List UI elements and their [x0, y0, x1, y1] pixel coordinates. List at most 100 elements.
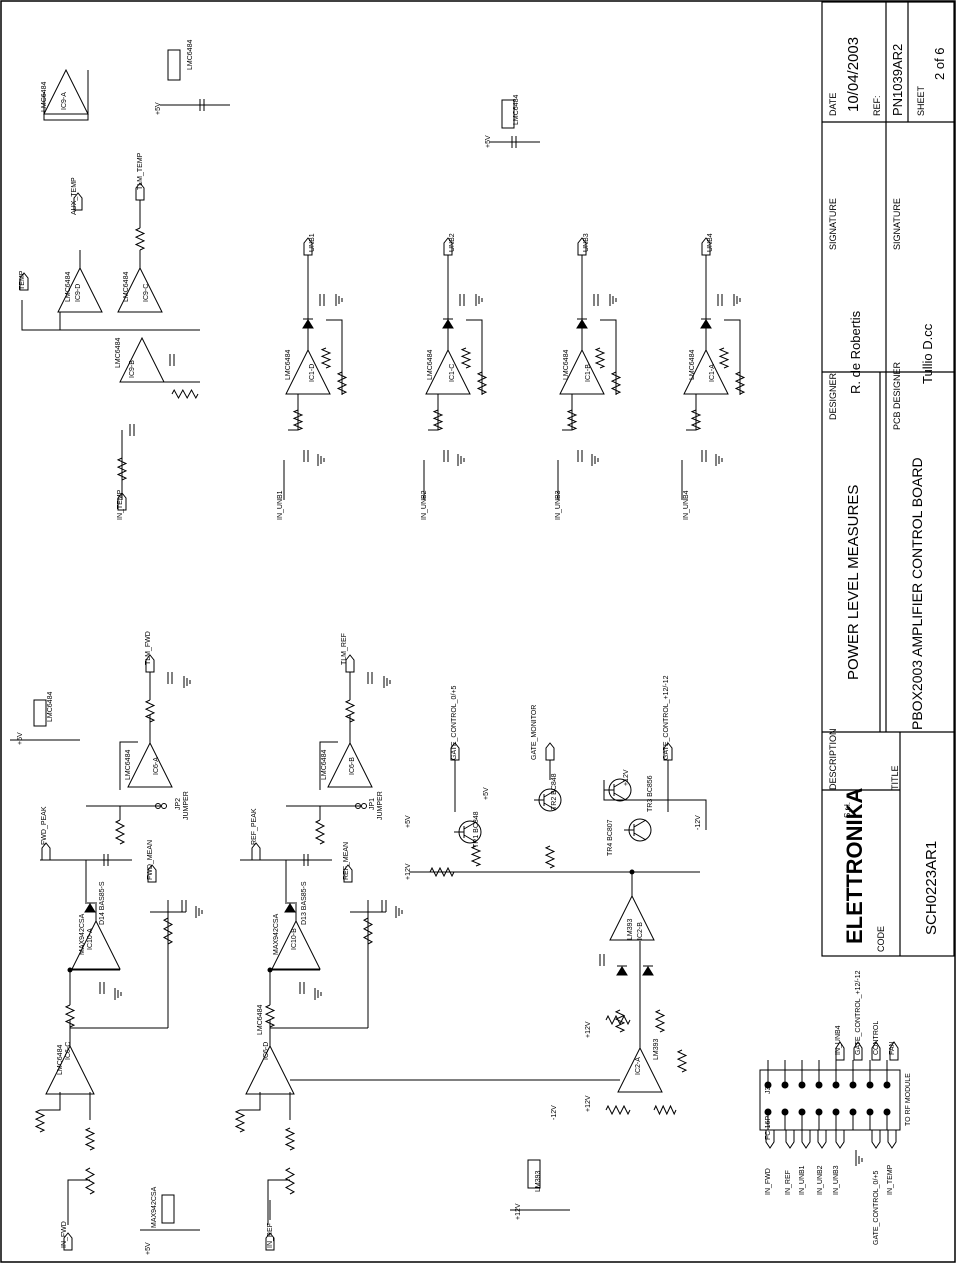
net-port	[835, 1041, 845, 1061]
net-fwd-peak: FWD_PEAK	[41, 806, 48, 845]
net-port	[251, 842, 261, 861]
tb-date: 10/04/2003	[845, 37, 862, 112]
opamp-symbol	[127, 741, 173, 788]
wire	[543, 789, 557, 798]
resistor-symbol	[314, 819, 326, 845]
tb-signature-label-1: SIGNATURE	[828, 198, 838, 250]
tb-company-logo: ELETTRONIKA	[842, 787, 867, 944]
part-lmc6484-ic6b: LMC6484	[321, 750, 328, 780]
wire	[543, 802, 557, 811]
net-in-ref: IN_REF	[267, 1223, 274, 1248]
net-port	[343, 864, 353, 883]
net-tlm-temp: TLM_TEMP	[137, 152, 144, 190]
part-ic10a: IC10-A	[87, 928, 94, 950]
rail-temp-p5: +5V	[155, 102, 162, 115]
connector-pin-in-ref: IN_REF	[785, 1170, 792, 1195]
net-port	[135, 182, 145, 201]
ic-power-box	[33, 699, 47, 727]
wire	[319, 741, 338, 790]
connector-pin-in-unb4: IN_UNB4	[835, 1025, 842, 1055]
rail-unb-p5: +5V	[485, 135, 492, 148]
net-port	[835, 1129, 845, 1149]
net-in-unb4: IN_UNB4	[683, 490, 690, 520]
net-port	[889, 1041, 899, 1061]
rail-gate-p5b: +5V	[483, 787, 490, 800]
part-ic1b: IC1-B	[585, 364, 592, 382]
net-aux-temp: AUX_TEMP	[71, 177, 78, 215]
opamp-symbol	[119, 336, 165, 383]
part-ic1c: IC1-C	[449, 364, 456, 382]
resistor-symbol	[429, 866, 455, 878]
resistor-symbol	[432, 409, 444, 431]
opamp-symbol	[617, 1046, 663, 1093]
opamp-symbol	[71, 919, 121, 970]
part-ic1a: IC1-A	[709, 364, 716, 382]
resistor-symbol	[114, 819, 126, 845]
part-lmc6484-ic9c: LMC6484	[123, 272, 130, 302]
rail-gate-m12b: -12V	[695, 815, 702, 830]
resistor-symbol	[566, 409, 578, 431]
net-fwd-mean: FWD_MEAN	[147, 840, 154, 880]
connector-pin-gate-12: GATE_CONTROL_+12/-12	[855, 970, 862, 1055]
net-port	[345, 654, 355, 673]
part-lm393-ic2: LM393	[535, 1170, 542, 1192]
net-ref-mean: REF_MEAN	[343, 842, 350, 880]
part-jumper-jp1: JUMPER	[377, 791, 384, 820]
connector-pin-in-unb3: IN_UNB3	[833, 1165, 840, 1195]
part-ic2b: IC2-B	[637, 922, 644, 940]
net-port	[663, 742, 673, 761]
resistor-symbol	[614, 1009, 626, 1033]
net-port	[853, 1041, 863, 1061]
part-tr3: TR3 BC856	[647, 775, 654, 812]
resistor-symbol	[605, 1014, 631, 1026]
resistor-symbol	[234, 1109, 246, 1133]
net-in-unb1: IN_UNB1	[277, 490, 284, 520]
net-port	[73, 192, 83, 211]
part-lmc6484-ic6-top: LMC6484	[47, 692, 54, 722]
part-ic6d: IC6-D	[263, 1042, 270, 1060]
rail-gate-p12-left: +12V	[515, 1203, 522, 1220]
net-port	[443, 237, 453, 256]
resistor-symbol	[284, 1127, 296, 1151]
wire	[463, 821, 477, 830]
net-unb1: UNB1	[309, 233, 316, 252]
ic-power-box	[501, 99, 515, 129]
wire	[613, 792, 627, 801]
net-in-unb3: IN_UNB3	[555, 490, 562, 520]
net-in-unb2: IN_UNB2	[421, 490, 428, 520]
resistor-symbol	[264, 1004, 276, 1028]
rail-gate-p5: +5V	[405, 815, 412, 828]
net-port	[63, 1232, 73, 1251]
tb-ref: PN1039AR2	[890, 44, 905, 116]
net-port	[765, 1129, 775, 1149]
rail-gate-p12c: +12V	[623, 769, 630, 786]
ic-power-box	[161, 1194, 175, 1224]
diode-symbol	[642, 966, 654, 976]
ic-power-box	[527, 1159, 541, 1189]
wire	[21, 300, 200, 331]
resistor-symbol	[690, 409, 702, 431]
rail-gate-m12: -12V	[551, 1105, 558, 1120]
wire	[119, 741, 138, 790]
part-d13: D13 BAS85-S	[301, 881, 308, 925]
junction-dot	[67, 967, 73, 973]
part-lmc6484-ic1b: LMC6484	[563, 350, 570, 380]
resistor-symbol	[292, 409, 304, 431]
net-gate-monitor: GATE_MONITOR	[531, 705, 538, 760]
rail-gate-p12-low: +12V	[585, 1095, 592, 1112]
rail-gate-p12b: +12V	[405, 863, 412, 880]
opamp-symbol	[285, 348, 331, 395]
net-unb4: UNB4	[707, 233, 714, 252]
net-gate-12: GATE_CONTROL_+12/-12	[663, 675, 670, 760]
part-max942-ic10b: MAX942CSA	[273, 913, 280, 955]
part-jp1: JP1	[369, 798, 376, 810]
jumper-pin	[155, 803, 161, 809]
connector-pin-in-unb2: IN_UNB2	[817, 1165, 824, 1195]
opamp-symbol	[117, 266, 163, 313]
diode-symbol	[302, 319, 314, 329]
part-lmc6484-ic1c: LMC6484	[427, 350, 434, 380]
schematic-labels: IN_FWD IC6-C LMC6484 IC10-A MAX942CSA D1…	[17, 40, 912, 1255]
rail-fwd-p5-top: +5V	[17, 732, 24, 745]
connector-pin-gate-05: GATE_CONTROL_0/+5	[873, 1171, 880, 1245]
